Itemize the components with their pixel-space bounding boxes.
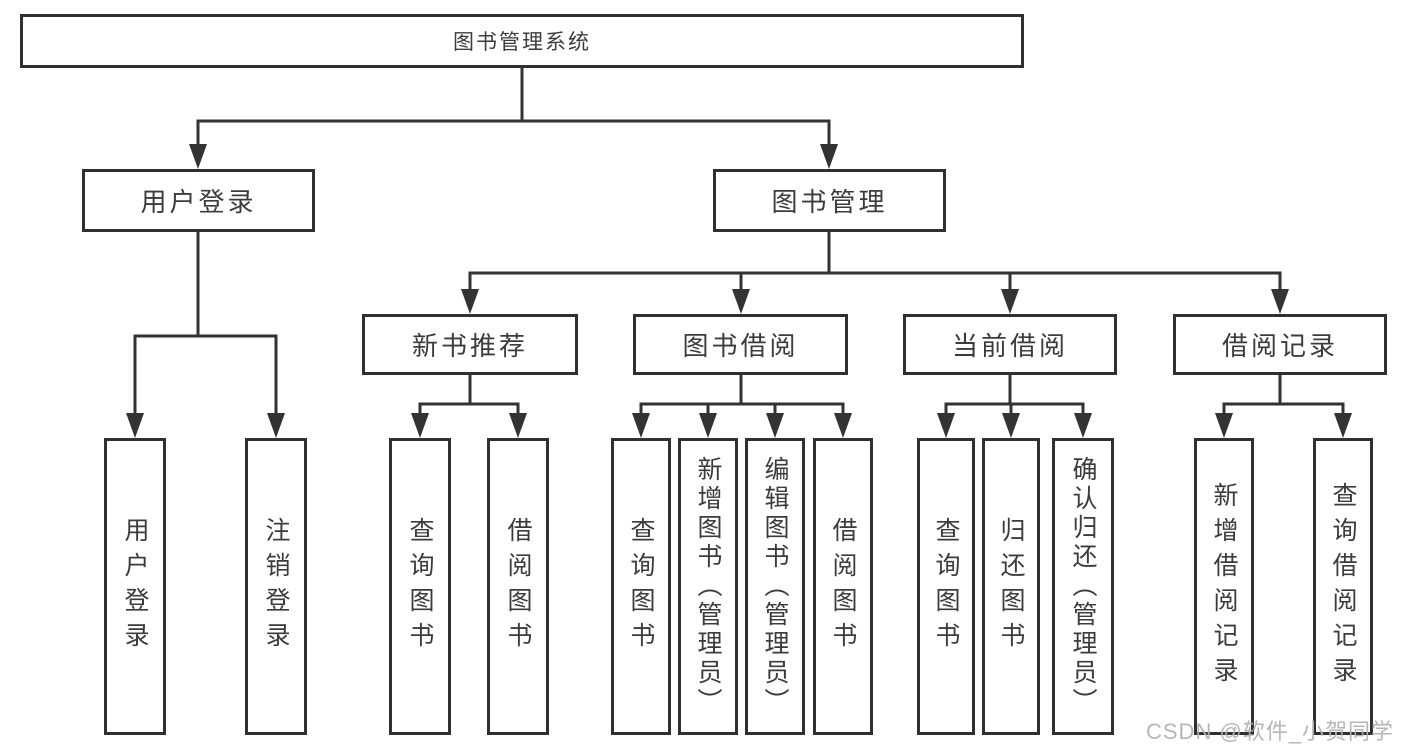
leaf-confirm-return-admin: 确认归还（管理员） [1052,438,1114,735]
leaf-add-borrow-record: 新增借阅记录 [1194,438,1254,735]
node-book-borrowing: 图书借阅 [633,314,848,375]
connector-user-login-to-leaves [126,232,285,438]
leaf-query-borrow-record: 查询借阅记录 [1313,438,1373,735]
leaf-logout: 注销登录 [245,438,307,735]
node-user-login: 用户登录 [82,169,315,232]
node-current-borrowing: 当前借阅 [903,314,1117,375]
connector-borrow-records-to-leaves [1215,375,1352,438]
leaf-borrow-books: 借阅图书 [813,438,873,735]
connector-root-to-level1 [189,68,838,169]
node-book-management: 图书管理 [713,169,946,232]
leaf-return-books: 归还图书 [982,438,1040,735]
leaf-query-books-borrowing: 查询图书 [611,438,671,735]
leaf-add-book-admin: 新增图书（管理员） [678,438,738,735]
connector-current-borrowing-to-leaves [937,375,1092,438]
node-borrowing-records: 借阅记录 [1173,314,1387,375]
leaf-borrow-books-recommendation: 借阅图书 [487,438,549,735]
leaf-edit-book-admin: 编辑图书（管理员） [745,438,805,735]
csdn-watermark: CSDN @软件_小贺同学 [1146,719,1395,744]
node-new-book-recommendation: 新书推荐 [362,314,578,375]
connector-new-book-rec-to-leaves [411,375,527,438]
leaf-user-login: 用户登录 [104,438,166,735]
leaf-query-books-current: 查询图书 [917,438,975,735]
leaf-query-books-recommendation: 查询图书 [389,438,451,735]
connector-book-borrowing-to-leaves [632,375,852,438]
connector-book-mgmt-to-level2 [461,232,1289,314]
node-library-management-system: 图书管理系统 [20,14,1024,68]
